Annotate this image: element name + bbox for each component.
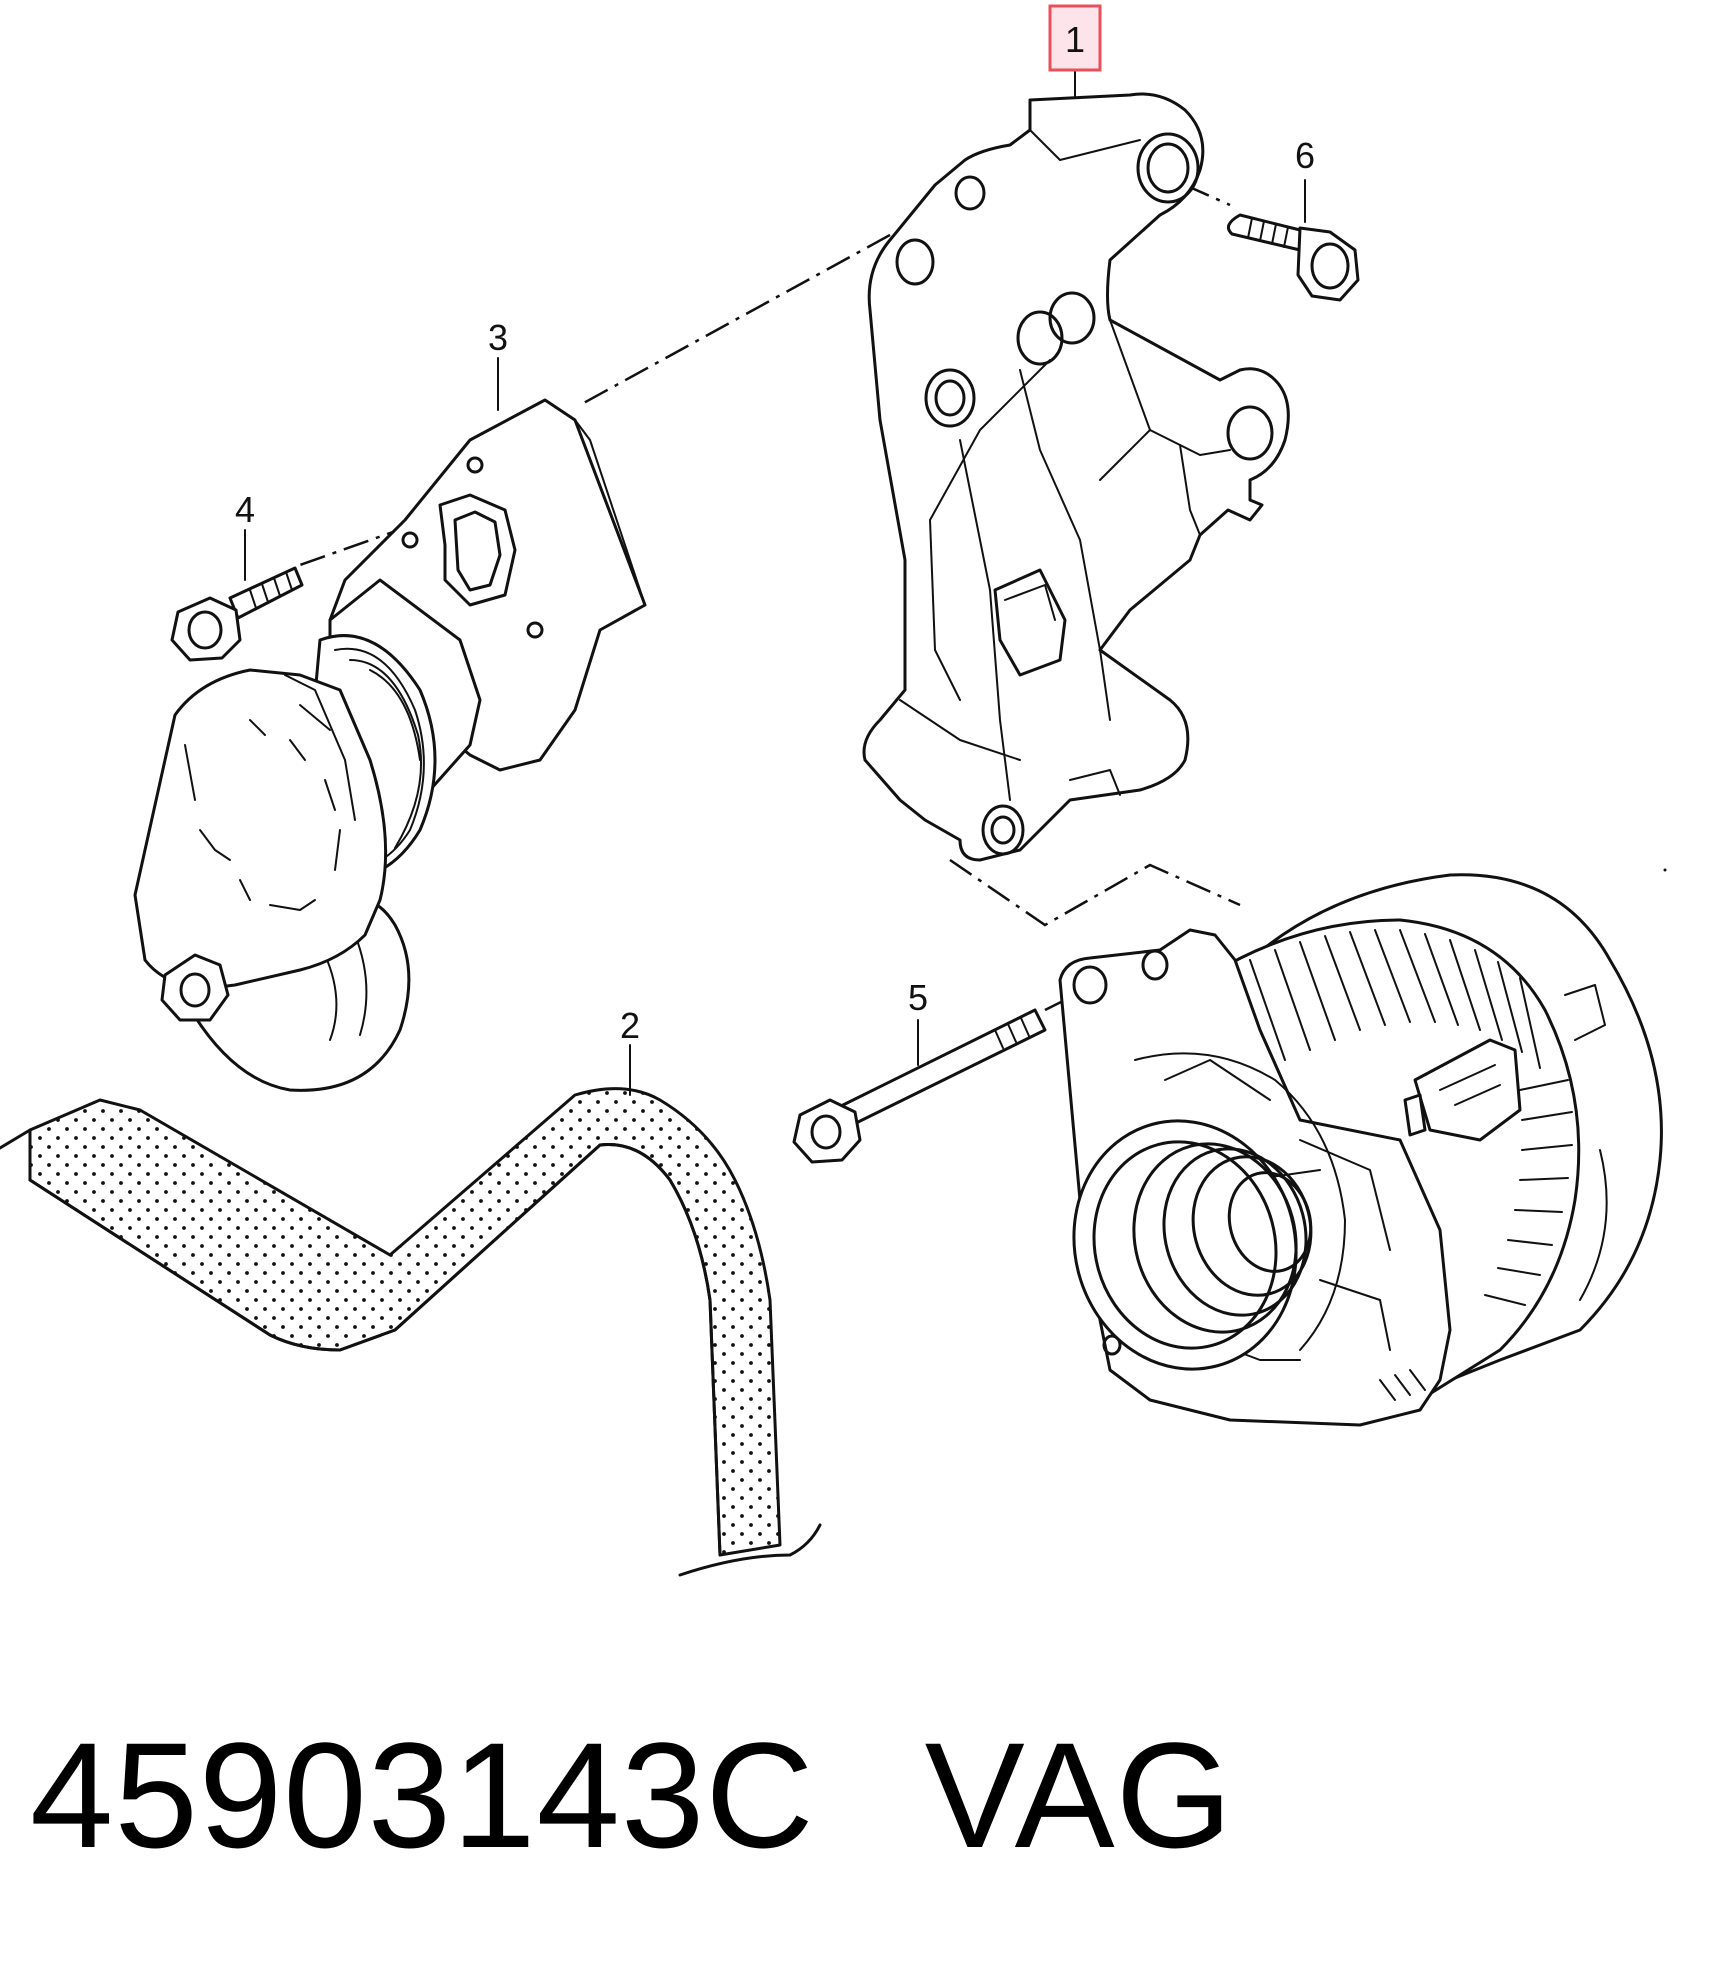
bracket-part-1[interactable]: 1 (862, 4, 1290, 862)
bolt-part-4[interactable]: 4 (170, 489, 304, 662)
callout-1[interactable]: 1 (1065, 19, 1085, 60)
bolt-part-5[interactable]: 5 (792, 977, 1047, 1164)
part-number: 45903143C (30, 1711, 815, 1879)
alternator[interactable] (1046, 873, 1663, 1427)
cooling-fins (1249, 929, 1573, 1306)
callout-6[interactable]: 6 (1295, 135, 1315, 176)
bolt-part-6[interactable]: 6 (1226, 135, 1360, 302)
callout-4[interactable]: 4 (235, 489, 255, 530)
belt-part-2[interactable]: 2 (0, 1005, 822, 1577)
highlight-box (1048, 4, 1102, 72)
callout-3[interactable]: 3 (488, 317, 508, 358)
tensioner-part-3[interactable]: 3 (133, 317, 647, 1092)
brand-name: VAG (924, 1711, 1234, 1879)
callout-2[interactable]: 2 (620, 1005, 640, 1046)
callout-5[interactable]: 5 (908, 977, 928, 1018)
stray-dot (1663, 868, 1667, 872)
